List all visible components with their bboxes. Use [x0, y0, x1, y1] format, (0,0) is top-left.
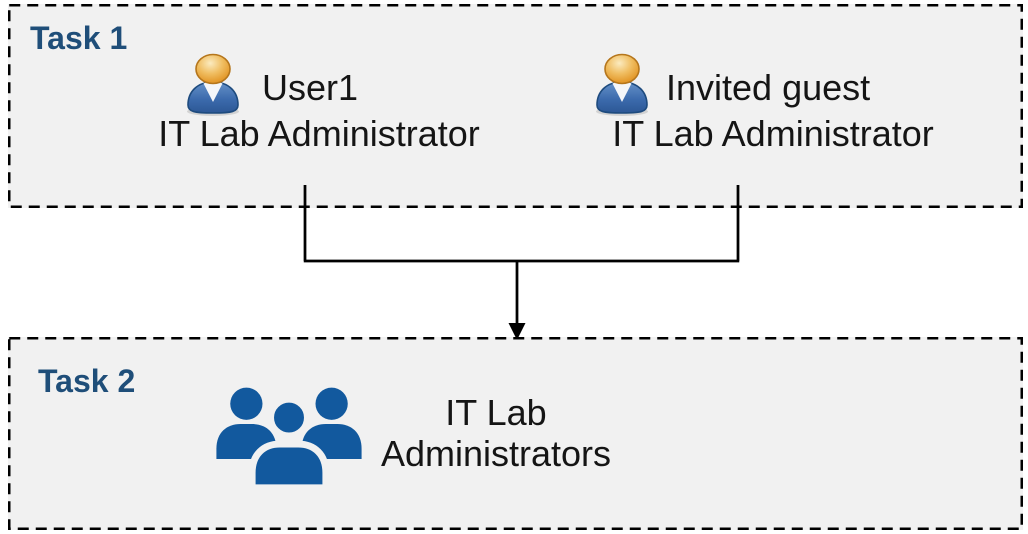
- people-group-icon: [215, 383, 363, 492]
- person-role: IT Lab Administrator: [612, 113, 934, 154]
- task1-dashed-border: [8, 4, 1023, 208]
- group-name: IT Lab Administrators: [380, 392, 612, 474]
- task1-box: Task 1: [8, 4, 1023, 208]
- person-name: Invited guest: [666, 67, 871, 108]
- person-icon: [592, 52, 652, 116]
- person-icon: [183, 52, 243, 116]
- task1-label: Task 1: [30, 20, 128, 56]
- person-role: IT Lab Administrator: [158, 113, 480, 154]
- task2-label: Task 2: [38, 363, 136, 399]
- task2-box: Task 2 IT Lab Administrators: [8, 337, 1023, 530]
- task2-dashed-border: [8, 337, 1023, 530]
- person-name: User1: [262, 67, 359, 108]
